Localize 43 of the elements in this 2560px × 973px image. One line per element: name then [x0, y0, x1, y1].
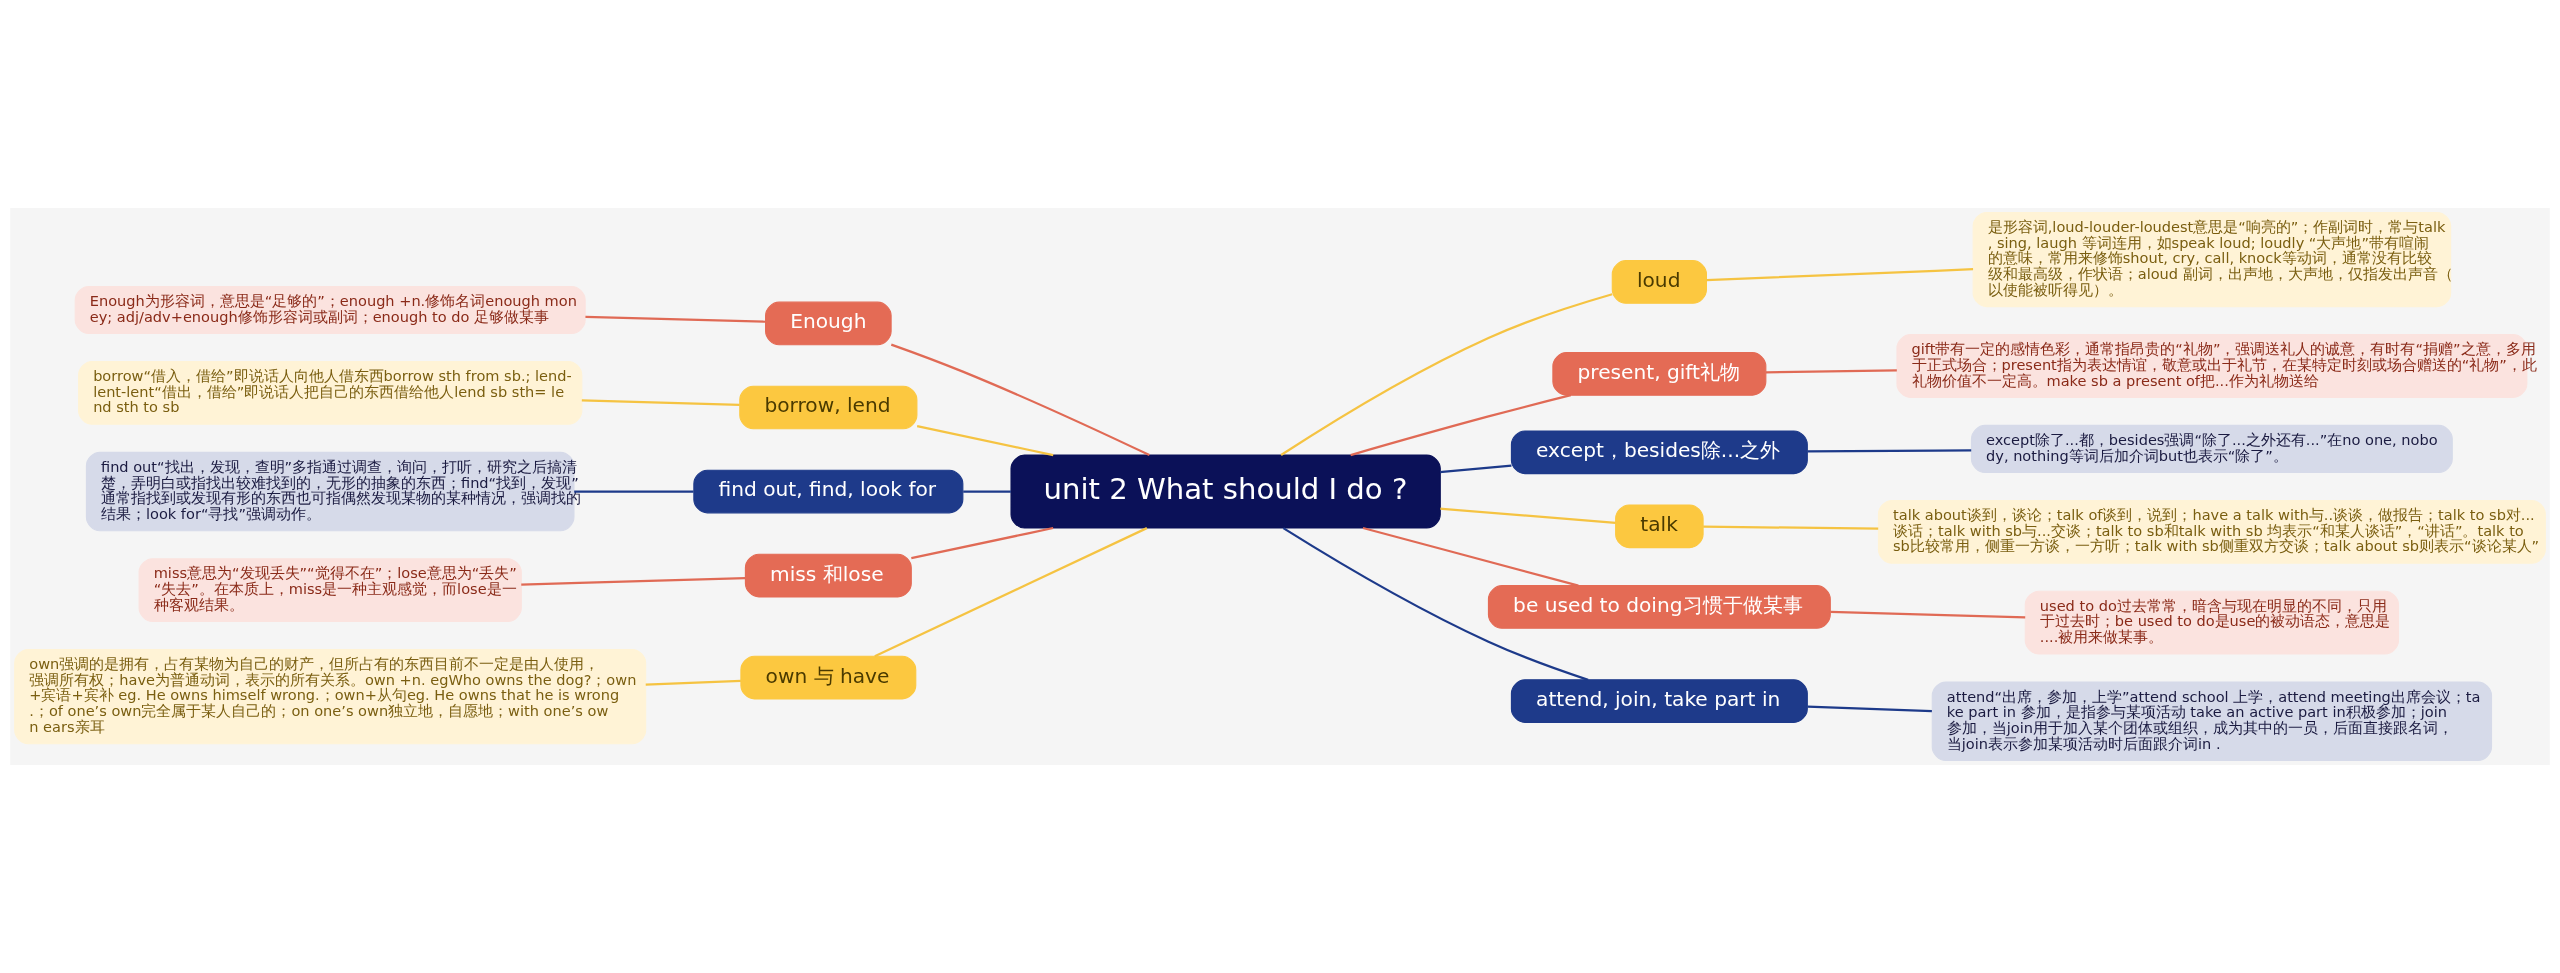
connector — [916, 425, 1054, 457]
node-box: own 与 have — [740, 655, 917, 700]
node-box: loud — [1611, 260, 1707, 304]
node-box: own强调的是拥有，占有某物为自己的财产，但所占有的东西目前不一定是由人使用，强调所有权；have为普通动词，表示的所有关系。own +n. egWho owns the dog?；own +宾语+宾补 eg. He owns himself wrong.；own+从句eg. He owns that he is wrong.；of one’s own完全属于某人自己的；on one’s own独立地，自愿地；with one’s own ears亲耳 — [14, 649, 647, 745]
node-box: miss 和lose — [744, 553, 912, 598]
node-box: attend, join, take part in — [1510, 679, 1808, 723]
node-box: miss意思为“发现丢失”“觉得不在”；lose意思为“丢失”“失去”。在本质上，miss是一种主观感觉，而lose是一种客观结果。 — [138, 558, 522, 623]
connector — [963, 490, 1011, 493]
node-box: be used to doing习惯于做某事 — [1487, 585, 1831, 629]
node-box: talk about谈到，谈论；talk of谈到，说到；have a talk with与..谈谈，做报告；talk to sb对...谈话；talk with sb与...交谈；talk to sb和talk with sb 均表示“和某人谈话”，“讲话”。talk to sb比较常用，侧重一方谈，一方听；talk with sb侧重双方交谈；talk about sb则表示“谈论某人” — [1877, 499, 2546, 564]
connector — [585, 315, 766, 323]
node-box: unit 2 What should I do ? — [1010, 454, 1441, 529]
node-box: present, gift礼物 — [1552, 352, 1767, 396]
connector — [1362, 526, 1579, 587]
connector — [1703, 525, 1879, 530]
node-box: Enough为形容词，意思是“足够的”；enough +n.修饰名词enough money; adj/adv+enough修饰形容词或副词；enough to do 足够做某事 — [74, 285, 586, 335]
connector — [1765, 369, 1897, 374]
node-box: 是形容词,loud-louder-loudest意思是“响亮的”；作副词时，常与talk, sing, laugh 等词连用，如speak loud; loudly “大声地”带有喧闹的意味，常用来修饰shout, cry, call, knock等动词，通常没有比较级和最高级，作状语；aloud 副词，出声地，大声地，仅指发出声音（以使能被听得见）。 — [1972, 211, 2452, 308]
connector — [1830, 610, 2026, 619]
connector — [1282, 527, 1589, 681]
connector — [1807, 449, 1972, 453]
node-box: find out, find, look for — [693, 469, 964, 514]
connector — [1440, 464, 1512, 474]
node-box: borrow, lend — [739, 385, 918, 430]
connector — [1280, 293, 1613, 456]
connector — [890, 343, 1150, 457]
node-box: borrow“借入，借给”即说话人向他人借东西borrow sth from sb.; lend-lent-lent“借出，借给”即说话人把自己的东西借给他人lend sb sth= lend sth to sb — [78, 361, 583, 425]
node-box: Enough — [765, 301, 892, 346]
connector — [1807, 705, 1932, 713]
connector — [1440, 507, 1616, 524]
connector — [645, 679, 741, 686]
connector — [574, 490, 694, 493]
node-box: talk — [1615, 504, 1704, 549]
connector — [1350, 394, 1572, 457]
connector — [581, 399, 740, 407]
connector — [911, 526, 1054, 560]
connector — [1706, 268, 1974, 282]
connector — [874, 527, 1148, 658]
node-box: except，besides除...之外 — [1510, 430, 1808, 475]
node-box: except除了...都，besides强调“除了...之外还有...”在no one, nobody, nothing等词后加介词but也表示“除了”。 — [1970, 424, 2453, 474]
node-box: attend“出席，参加，上学”attend school 上学，attend meeting出席会议；take part in 参加，是指参与某项活动 take an active part in积极参加；join 参加，当join用于加入某个团体或组织，成为其中的一员，后面直接跟名词，当join表示参加某项活动时后面跟介词in . — [1931, 681, 2493, 762]
connector — [521, 576, 746, 586]
node-box: used to do过去常常，暗含与现在明显的不同，只用于过去时；be used to do是use的被动语态，意思是....被用来做某事。 — [2024, 590, 2400, 655]
